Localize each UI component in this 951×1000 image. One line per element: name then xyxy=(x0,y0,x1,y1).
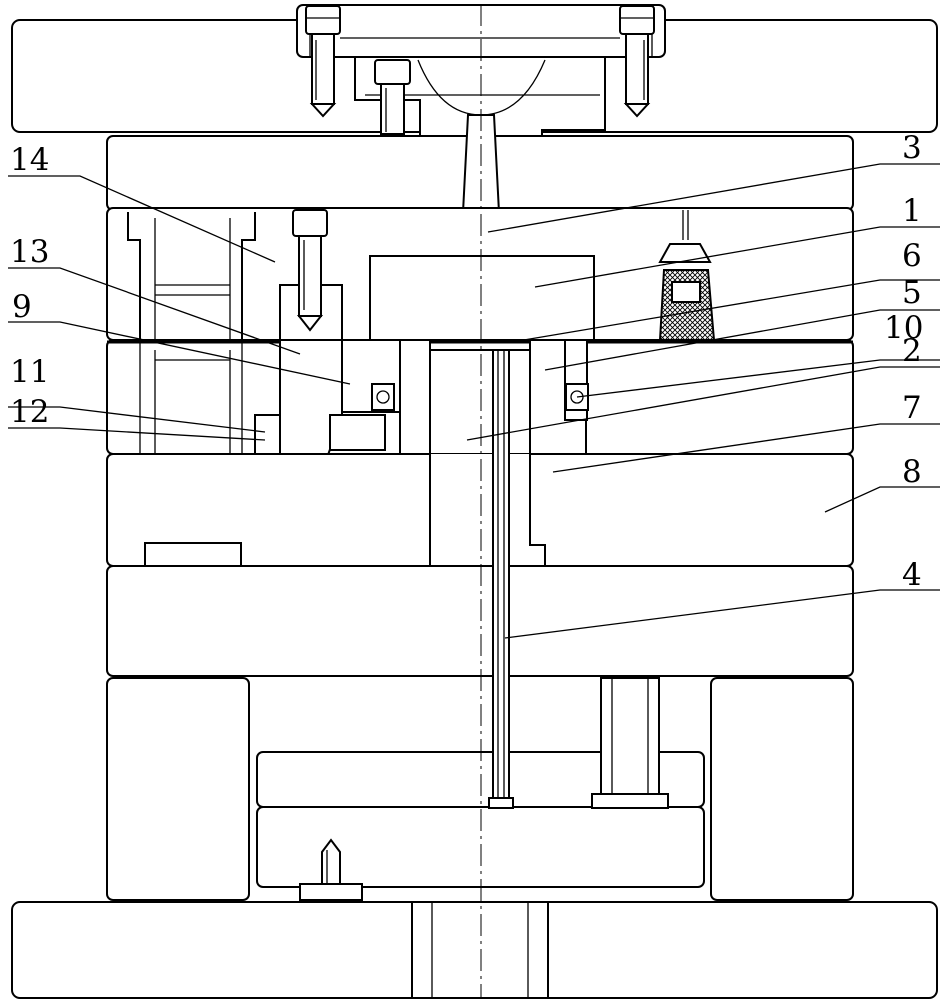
ejector-pin-4 xyxy=(488,349,514,809)
label-4: 4 xyxy=(902,557,922,593)
bottom-backing-plate xyxy=(106,565,854,677)
label-9: 9 xyxy=(12,289,32,325)
label-5: 5 xyxy=(902,275,922,311)
return-pin xyxy=(591,677,669,809)
bearing-10-left xyxy=(371,383,395,411)
guide-pin xyxy=(139,340,243,454)
cavity-insert-1 xyxy=(369,255,595,341)
label-13: 13 xyxy=(10,234,49,270)
label-3: 3 xyxy=(902,130,922,166)
core-insert-9 xyxy=(399,339,431,461)
callout-labels: 14 13 9 11 12 3 1 6 5 10 2 7 8 4 xyxy=(10,130,923,593)
label-10: 10 xyxy=(884,310,923,346)
label-11: 11 xyxy=(10,354,49,390)
label-12: 12 xyxy=(10,394,49,430)
top-screw-right xyxy=(619,5,655,118)
bottom-clamp-plate xyxy=(11,901,938,999)
label-7: 7 xyxy=(902,390,922,426)
spacer-block-left xyxy=(106,677,250,901)
slider-screw xyxy=(292,209,328,332)
support-plate-8 xyxy=(106,453,854,567)
label-8: 8 xyxy=(902,454,922,490)
ejector-screw xyxy=(299,838,363,901)
guide-bush-upper xyxy=(127,212,256,340)
label-6: 6 xyxy=(902,238,922,274)
spacer-block-right xyxy=(710,677,854,901)
label-2: 2 xyxy=(902,333,922,369)
leader-lines xyxy=(8,163,940,639)
top-screw-left xyxy=(305,5,341,118)
label-14: 14 xyxy=(10,142,49,178)
ring-screw xyxy=(374,59,411,135)
label-1: 1 xyxy=(902,193,922,229)
